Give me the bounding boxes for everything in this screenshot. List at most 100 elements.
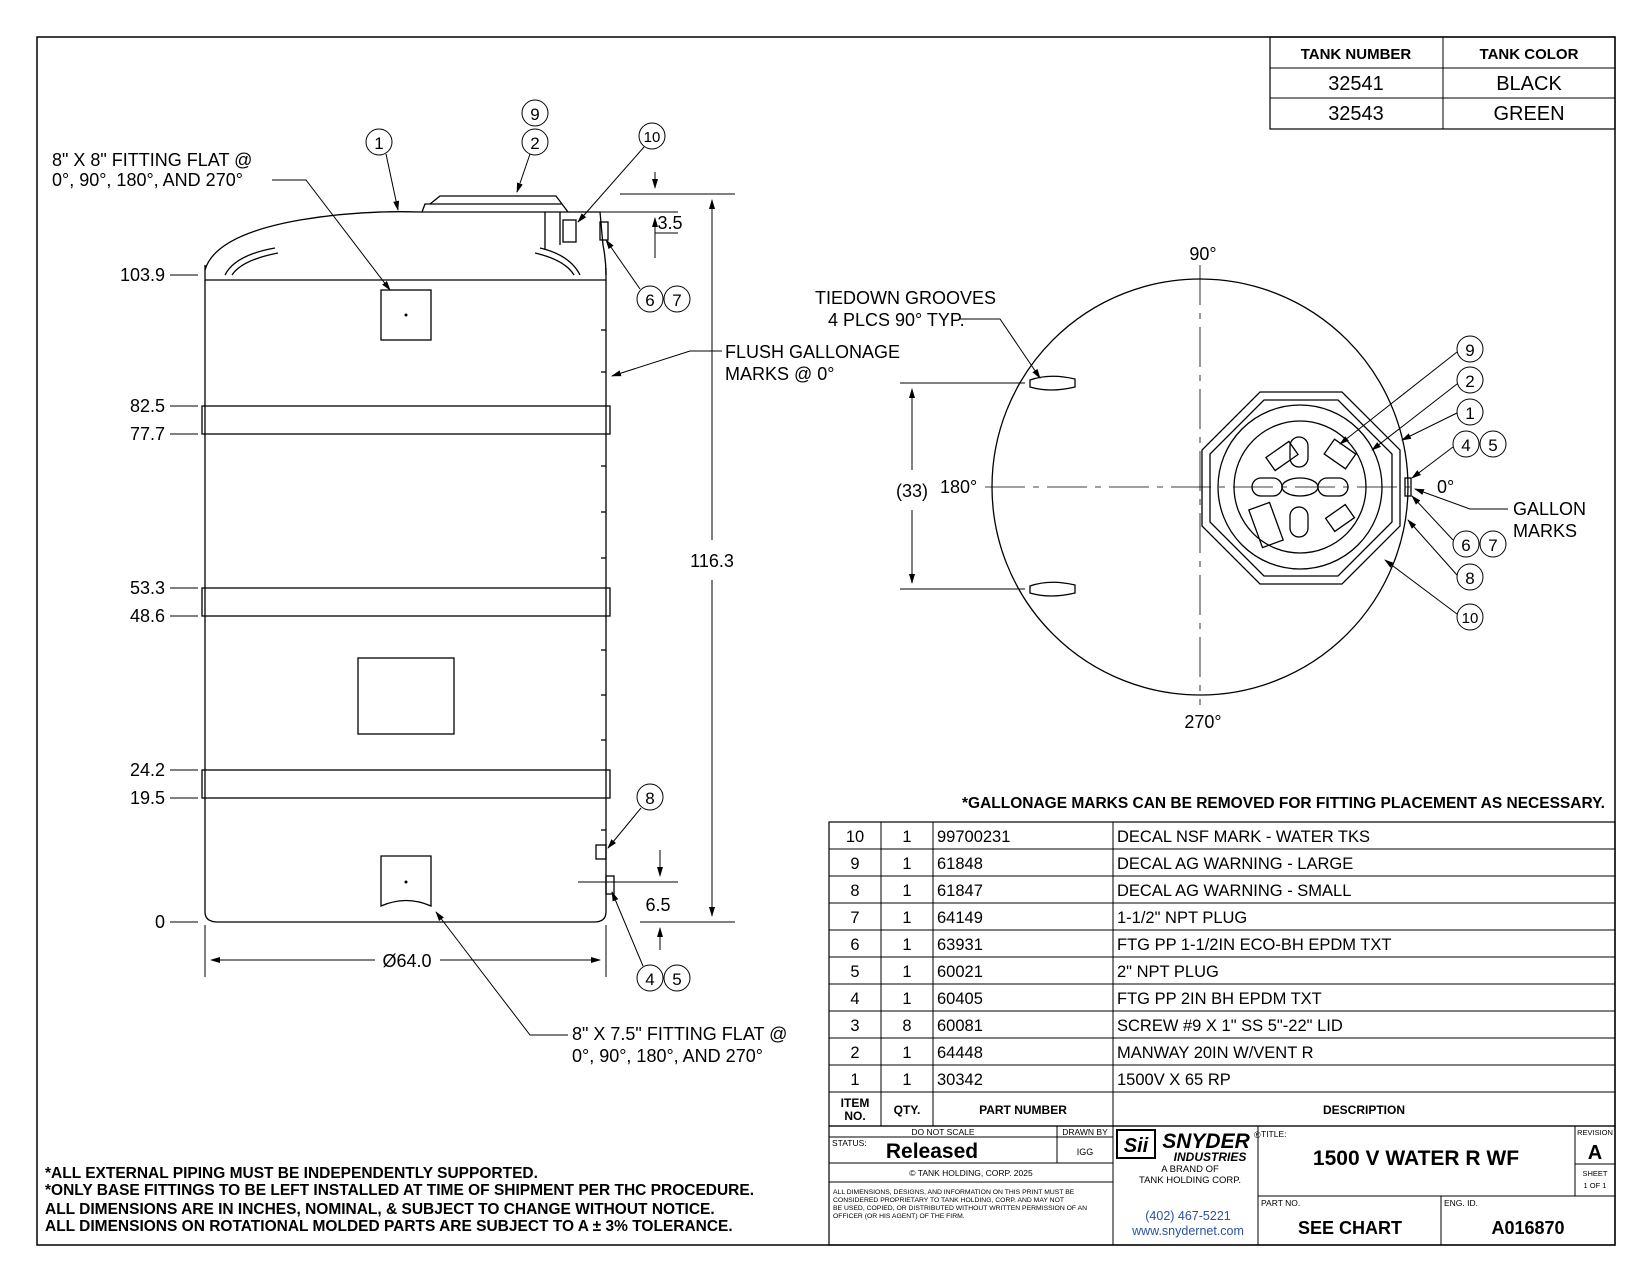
bom-header-qty: QTY. — [894, 1103, 921, 1117]
gallon-marks-callout: MARKS — [1513, 521, 1577, 541]
fitting-flat-bottom-callout: 8" X 7.5" FITTING FLAT @ — [572, 1024, 787, 1044]
logo-mark: Sii — [1124, 1135, 1149, 1157]
note-line: *ONLY BASE FITTINGS TO BE LEFT INSTALLED… — [45, 1182, 754, 1199]
logo-registered: ® — [1254, 1130, 1261, 1140]
website-link[interactable]: www.snydernet.com — [1131, 1224, 1244, 1238]
height-label: 48.6 — [130, 606, 165, 626]
legal-line: CONSIDERED PROPRIETARY TO TANK HOLDING, … — [833, 1197, 1064, 1204]
general-notes: *ALL EXTERNAL PIPING MUST BE INDEPENDENT… — [45, 1165, 754, 1235]
balloon-number: 5 — [1488, 436, 1497, 455]
angle-label-180: 180° — [940, 477, 977, 497]
bom-desc: FTG PP 2IN BH EPDM TXT — [1117, 990, 1322, 1008]
groove-spacing-value: 33 — [902, 481, 922, 501]
note-line: *ALL EXTERNAL PIPING MUST BE INDEPENDENT… — [45, 1165, 538, 1182]
tank-number-cell: 32541 — [1328, 73, 1384, 95]
bom-rows: 10 1 99700231 DECAL NSF MARK - WATER TKS… — [846, 828, 1392, 1089]
revision-label: REVISION — [1577, 1128, 1613, 1137]
gallonage-callout: FLUSH GALLONAGE — [725, 342, 900, 362]
gallonage-marks — [601, 329, 606, 831]
bom-desc: DECAL AG WARNING - LARGE — [1117, 855, 1353, 873]
height-label: 103.9 — [120, 265, 165, 285]
tank-number-table: TANK NUMBER TANK COLOR 32541 BLACK 32543… — [1269, 36, 1616, 130]
tiedown-callout: 4 PLCS 90° TYP. — [828, 310, 965, 330]
top-view — [985, 265, 1412, 705]
bom-qty: 1 — [902, 828, 911, 846]
bom-qty: 1 — [902, 990, 911, 1008]
bom-qty: 1 — [902, 909, 911, 927]
balloon-number: 7 — [1488, 536, 1497, 555]
tank-table-header-color: TANK COLOR — [1480, 46, 1579, 63]
balloon-number: 2 — [1465, 372, 1474, 391]
angle-label-90: 90° — [1189, 244, 1216, 264]
bom-part: 63931 — [937, 936, 983, 954]
tiedown-callout: TIEDOWN GROOVES — [815, 288, 996, 308]
bom-item: 2 — [850, 1044, 859, 1062]
part-no-label: PART NO. — [1261, 1198, 1300, 1208]
gallon-marks-callout: GALLON — [1513, 499, 1586, 519]
bom-item: 4 — [850, 990, 859, 1008]
fitting-flat-top-callout: 8" X 8" FITTING FLAT @ — [52, 150, 252, 170]
bom-header-item: NO. — [844, 1109, 865, 1123]
bom-part: 60081 — [937, 1017, 983, 1035]
bom-header: ITEM NO. QTY. PART NUMBER DESCRIPTION — [841, 1096, 1405, 1123]
balloon-number: 7 — [672, 291, 681, 310]
top-dimension — [600, 172, 678, 258]
tank-number-cell: 32543 — [1328, 103, 1384, 125]
note-line: ALL DIMENSIONS ON ROTATIONAL MOLDED PART… — [45, 1218, 733, 1235]
groove-spacing-label: (33) — [896, 481, 928, 501]
drawing-title: 1500 V WATER R WF — [1313, 1147, 1519, 1170]
bom-qty: 1 — [902, 936, 911, 954]
legal-notice: ALL DIMENSIONS, DESIGNS, AND INFORMATION… — [833, 1189, 1087, 1220]
title-label: TITLE: — [1261, 1129, 1287, 1139]
diameter-label: Ø64.0 — [382, 951, 431, 971]
top-balloons — [1339, 335, 1507, 631]
balloon-number: 4 — [1461, 436, 1470, 455]
angle-label-0: 0° — [1437, 477, 1454, 497]
bom-desc: FTG PP 1-1/2IN ECO-BH EPDM TXT — [1117, 936, 1391, 954]
copyright: © TANK HOLDING, CORP. 2025 — [909, 1168, 1033, 1178]
bom-desc: MANWAY 20IN W/VENT R — [1117, 1044, 1314, 1062]
bottom-dimension — [578, 850, 678, 950]
side-view — [201, 195, 615, 923]
bom-part: 64149 — [937, 909, 983, 927]
sheet-value: 1 OF 1 — [1584, 1181, 1607, 1190]
eng-id-value: A016870 — [1491, 1218, 1564, 1238]
bom-desc: DECAL AG WARNING - SMALL — [1117, 882, 1351, 900]
bom-part: 61847 — [937, 882, 983, 900]
bom-header-part: PART NUMBER — [979, 1103, 1067, 1117]
revision-value: A — [1588, 1142, 1602, 1164]
bom-item: 3 — [850, 1017, 859, 1035]
bom-header-item: ITEM — [841, 1096, 870, 1110]
height-label: 24.2 — [130, 760, 165, 780]
phone-number: (402) 467-5221 — [1145, 1209, 1231, 1223]
note-line: ALL DIMENSIONS ARE IN INCHES, NOMINAL, &… — [45, 1201, 715, 1218]
status-label: STATUS: — [832, 1138, 867, 1148]
legal-line: BE USED, COPIED, OR DISTRIBUTED WITHOUT … — [833, 1205, 1087, 1212]
sheet-label: SHEET — [1582, 1169, 1607, 1178]
bom-part: 60021 — [937, 963, 983, 981]
brand-line: TANK HOLDING CORP. — [1139, 1175, 1241, 1186]
balloon-number: 1 — [1465, 404, 1474, 423]
bom-desc: SCREW #9 X 1" SS 5"-22" LID — [1117, 1017, 1343, 1035]
title-block — [828, 1125, 1616, 1246]
eng-id-label: ENG. ID. — [1444, 1198, 1478, 1208]
gallonage-callout: MARKS @ 0° — [725, 364, 835, 384]
height-label: 0 — [155, 912, 165, 932]
bom-part: 30342 — [937, 1071, 983, 1089]
bom-item: 10 — [846, 828, 864, 846]
logo-sub: INDUSTRIES — [1174, 1150, 1247, 1164]
balloon-number: 10 — [644, 129, 661, 146]
brand-line: A BRAND OF — [1161, 1164, 1219, 1175]
height-label: 82.5 — [130, 396, 165, 416]
side-balloons — [365, 99, 691, 992]
bom-qty: 1 — [902, 1071, 911, 1089]
balloon-number: 6 — [645, 291, 654, 310]
balloon-number: 2 — [530, 134, 539, 153]
bom-part: 60405 — [937, 990, 983, 1008]
angle-label-270: 270° — [1184, 712, 1221, 732]
bom-part: 61848 — [937, 855, 983, 873]
bom-desc: 2" NPT PLUG — [1117, 963, 1219, 981]
bom-part: 99700231 — [937, 828, 1010, 846]
balloon-number: 9 — [530, 105, 539, 124]
